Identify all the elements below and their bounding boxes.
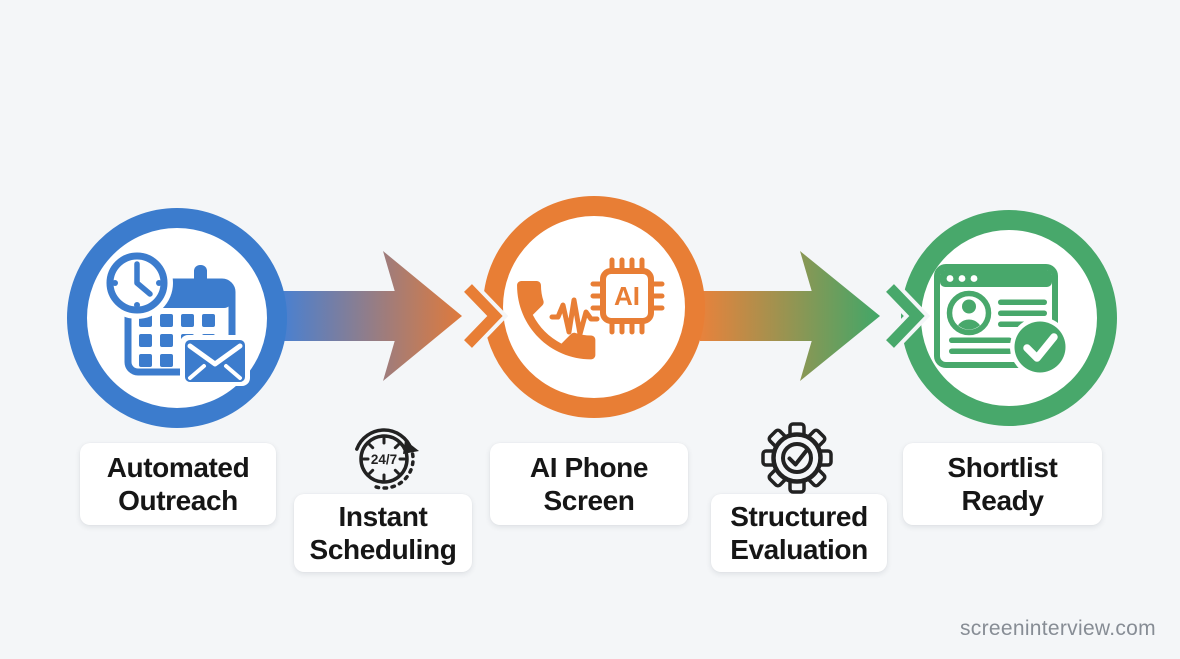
24-7-clock-icon: 24/7 — [355, 428, 419, 490]
label-card-structured-evaluation: Structured Evaluation — [711, 494, 887, 572]
label-card-ai-phone-screen: AI Phone Screen — [490, 443, 688, 525]
label-line: Instant — [338, 501, 428, 532]
chevron-cut-2 — [883, 281, 931, 351]
label-line: Screen — [543, 485, 635, 516]
arrow-1-head — [383, 251, 462, 381]
watermark: screeninterview.com — [960, 617, 1156, 640]
label-card-instant-scheduling: Instant Scheduling — [294, 494, 472, 572]
label-line: Structured — [730, 501, 868, 532]
avatar — [946, 290, 992, 336]
arrow-2-head — [800, 251, 880, 381]
browser-header — [940, 270, 1052, 287]
label-line: Shortlist — [947, 452, 1058, 483]
label-card-automated-outreach: Automated Outreach — [80, 443, 276, 525]
stage-circle-shortlist-ready — [901, 210, 1117, 426]
stage-circle-automated-outreach — [67, 208, 287, 428]
label-line: Automated — [106, 452, 250, 483]
label-line: Outreach — [118, 485, 238, 516]
arrow-connector-1 — [283, 251, 462, 381]
label-line: Ready — [961, 485, 1044, 516]
chip-label: AI — [614, 281, 640, 311]
label-card-shortlist-ready: Shortlist Ready — [903, 443, 1102, 525]
arrow-head — [403, 440, 419, 454]
clock-ticks — [362, 437, 406, 481]
calendar-clock-email-icon — [101, 247, 250, 386]
profile-text-lines — [949, 299, 1047, 354]
browser-dots — [946, 275, 978, 282]
24-7-label: 24/7 — [371, 452, 397, 467]
label-line: AI Phone — [529, 452, 649, 483]
email-icon — [180, 335, 250, 386]
arrow-1-shaft — [283, 291, 405, 341]
check-badge-icon — [1010, 317, 1070, 377]
small-chevron-orange — [464, 284, 503, 348]
small-chevron-green — [886, 284, 925, 348]
gear-check-icon — [761, 422, 833, 494]
waveform-icon — [549, 297, 600, 337]
phone-ai-chip-icon: AI — [517, 257, 665, 360]
candidate-profile-check-icon — [934, 264, 1070, 377]
phone-handset-icon — [517, 281, 596, 360]
arrow-2-shaft — [700, 291, 822, 341]
chevron-cut-1 — [461, 281, 509, 351]
stage-circle-ai-phone-screen: AI — [483, 196, 705, 418]
label-line: Evaluation — [730, 534, 868, 565]
label-line: Scheduling — [309, 534, 457, 565]
arrow-connector-2 — [700, 251, 880, 381]
ai-chip-icon: AI — [590, 257, 665, 335]
clock-icon — [101, 247, 173, 319]
